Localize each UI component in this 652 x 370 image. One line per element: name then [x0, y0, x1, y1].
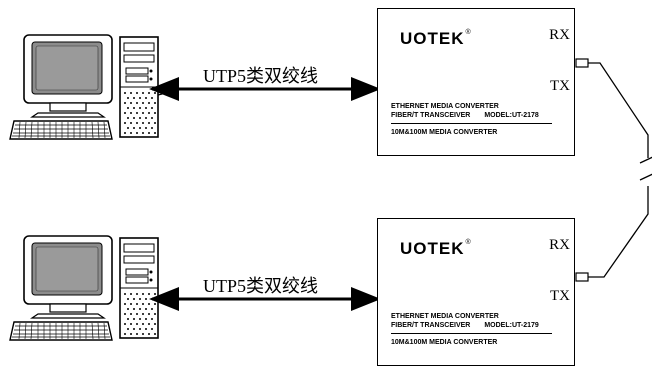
converter-line-2: FIBER/T TRANSCEIVER MODEL:UT-2178	[391, 112, 539, 119]
media-converter: UOTEK® RX TX ETHERNET MEDIA CONVERTER FI…	[377, 218, 575, 366]
brand-logo: UOTEK®	[400, 29, 472, 49]
transceiver-label: FIBER/T TRANSCEIVER	[391, 322, 471, 329]
converter-line-3: 10M&100M MEDIA CONVERTER	[391, 129, 498, 136]
divider	[391, 333, 552, 334]
converter-line-3: 10M&100M MEDIA CONVERTER	[391, 339, 498, 346]
transceiver-label: FIBER/T TRANSCEIVER	[391, 112, 471, 119]
converter-line-1: ETHERNET MEDIA CONVERTER	[391, 313, 499, 320]
fiber-line-top	[588, 62, 649, 158]
computer-icon	[9, 34, 167, 140]
brand-name: UOTEK	[400, 29, 465, 48]
brand-name: UOTEK	[400, 239, 465, 258]
media-converter: UOTEK® RX TX ETHERNET MEDIA CONVERTER FI…	[377, 8, 575, 156]
model-label: MODEL:UT-2178	[484, 112, 539, 119]
rx-label: RX	[549, 237, 570, 253]
tx-label: TX	[550, 78, 570, 94]
registered-mark: ®	[465, 239, 472, 246]
model-label: MODEL:UT-2179	[484, 322, 539, 329]
brand-logo: UOTEK®	[400, 239, 472, 259]
fiber-port-top	[575, 58, 589, 68]
divider	[391, 123, 552, 124]
cable-label: UTP5类双绞线	[203, 66, 319, 86]
fiber-port-bottom	[575, 272, 589, 282]
computer-icon	[9, 235, 167, 341]
converter-line-2: FIBER/T TRANSCEIVER MODEL:UT-2179	[391, 322, 539, 329]
fiber-line-bottom	[588, 186, 649, 278]
rx-label: RX	[549, 27, 570, 43]
tx-label: TX	[550, 288, 570, 304]
converter-line-1: ETHERNET MEDIA CONVERTER	[391, 103, 499, 110]
registered-mark: ®	[465, 29, 472, 36]
cable-label: UTP5类双绞线	[203, 276, 319, 296]
fiber-break-icon	[639, 156, 652, 181]
